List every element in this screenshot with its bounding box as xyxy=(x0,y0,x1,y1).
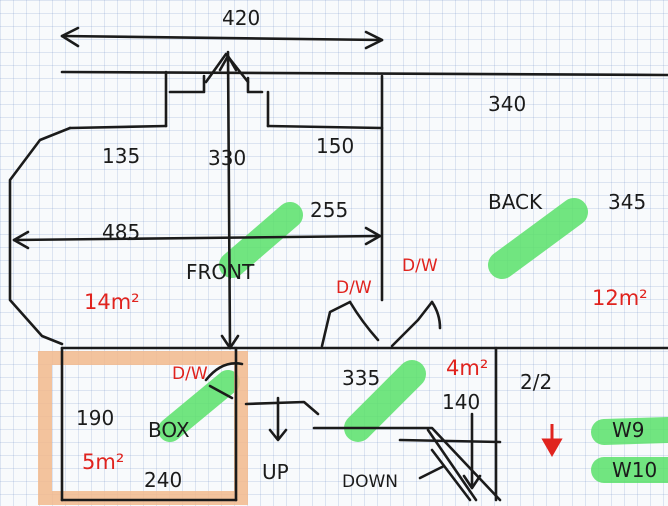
left-notch-label: 135 xyxy=(102,144,141,168)
box-width-label: 240 xyxy=(144,468,183,492)
window-label-w10: W10 xyxy=(612,458,658,482)
box-room-highlight xyxy=(38,351,248,505)
top-width-label: 420 xyxy=(222,6,261,30)
front-width-label: 485 xyxy=(102,220,141,244)
front-inner-label: 255 xyxy=(310,198,349,222)
right-notch-label: 150 xyxy=(316,134,355,158)
stair-label-down: DOWN xyxy=(342,472,398,492)
hall-width-label: 335 xyxy=(342,366,381,390)
center-depth-label: 330 xyxy=(208,146,247,170)
room-label-back: BACK xyxy=(488,190,543,214)
door-label-box: D/W xyxy=(172,364,208,384)
back-depth-label: 345 xyxy=(608,190,647,214)
room-label-front: FRONT xyxy=(186,260,255,284)
front-area-label: 14m² xyxy=(84,290,140,314)
back-width-label: 340 xyxy=(488,92,527,116)
back-area-label: 12m² xyxy=(592,286,648,310)
box-depth-label: 190 xyxy=(76,406,115,430)
stair-width-label: 140 xyxy=(442,390,481,414)
hall-area-label: 4m² xyxy=(446,356,489,380)
box-area-label: 5m² xyxy=(82,450,125,474)
highlight-back xyxy=(488,198,588,279)
stair-label-up: UP xyxy=(262,460,289,484)
door-label-back: D/W xyxy=(402,256,438,276)
highlight-w9 xyxy=(591,417,668,445)
door-label-front: D/W xyxy=(336,278,372,298)
room-label-box: BOX xyxy=(148,418,190,442)
highlight-front xyxy=(219,202,303,278)
window-label-w9: W9 xyxy=(612,418,645,442)
room-label-2-2: 2/2 xyxy=(520,370,553,394)
highlight-hall xyxy=(344,360,426,442)
red-down-arrow-icon xyxy=(541,424,563,458)
